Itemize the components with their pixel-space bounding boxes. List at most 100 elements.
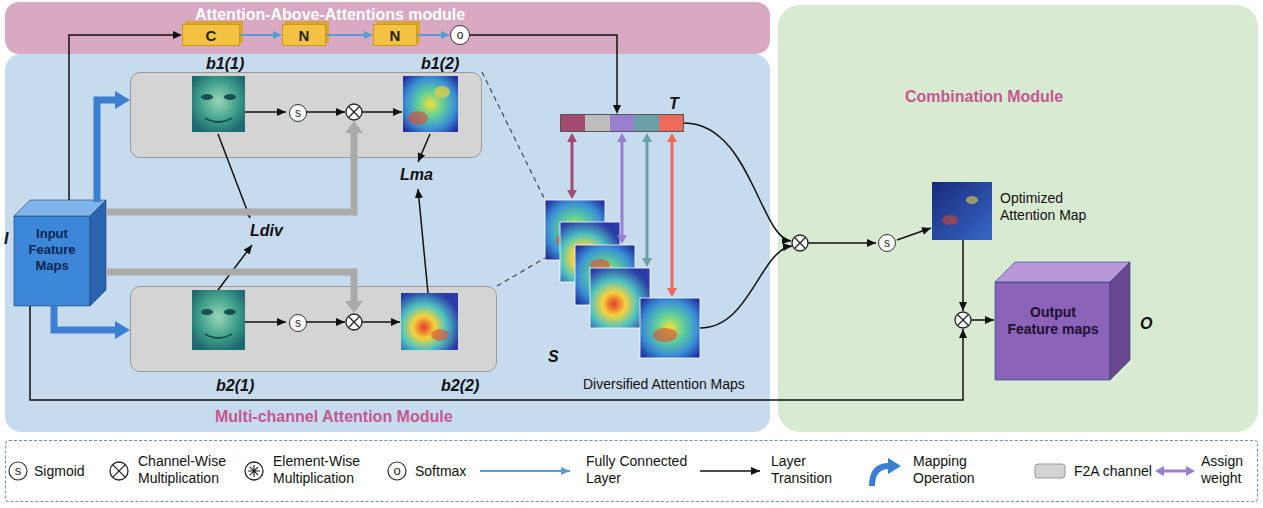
text-slot: O xyxy=(1140,315,1152,333)
attention-image-part xyxy=(201,94,213,100)
input-transfer-arrow-part xyxy=(106,272,354,302)
text-slot: o xyxy=(392,463,402,479)
text-slot: Diversified Attention Maps xyxy=(583,376,745,393)
label-text: T xyxy=(669,95,679,113)
label-text: Assign weight xyxy=(1201,453,1256,487)
assign-weight-arrow-part xyxy=(567,190,577,199)
label-text: Sigmoid xyxy=(34,463,85,480)
assign-weight-arrow xyxy=(567,133,677,297)
flow-line-part xyxy=(306,111,345,113)
attention-map-stack-part xyxy=(575,245,635,305)
attention-map-stack-part xyxy=(640,298,700,358)
text-slot: Element-Wise Multiplication xyxy=(273,453,368,487)
text-slot: N xyxy=(283,25,325,45)
text-slot: S xyxy=(548,348,559,366)
label-text: S xyxy=(548,348,559,366)
text-slot: Assign weight xyxy=(1201,453,1256,487)
label-text: s xyxy=(295,106,301,120)
flow-line-part xyxy=(245,321,286,323)
label-text: Channel-Wise Multiplication xyxy=(138,453,233,487)
flow-line-part xyxy=(418,134,430,162)
assign-weight-arrow-part xyxy=(671,141,674,289)
assign-weight-arrow-part xyxy=(617,133,627,142)
text-slot: Fully Connected Layer xyxy=(586,453,696,487)
softmax-circle: o xyxy=(450,25,470,45)
flow-line-part xyxy=(30,306,963,400)
input-transfer-arrow-part xyxy=(345,301,363,313)
label-text: Output Feature maps xyxy=(1003,304,1103,338)
legend-icon-part xyxy=(248,465,260,477)
dashed-leader-part xyxy=(482,72,545,200)
attention-image-part xyxy=(403,76,458,132)
attention-image-part xyxy=(192,76,245,132)
text-slot: T xyxy=(669,95,679,113)
multiply-symbol-part xyxy=(794,237,805,248)
sigmoid-circle: s xyxy=(289,314,307,332)
flow-line-part xyxy=(897,228,931,240)
attention-map-stack-part xyxy=(932,182,992,240)
layer-box: C xyxy=(182,24,240,46)
connector xyxy=(417,34,441,36)
flow-line-part xyxy=(362,111,402,113)
label-text: C xyxy=(206,27,217,44)
attention-map-stack-part xyxy=(653,328,677,342)
label-text: Layer Transition xyxy=(771,453,851,487)
label-text: Multi-channel Attention Module xyxy=(215,408,453,426)
text-slot: Sigmoid xyxy=(34,463,85,480)
input-transfer-arrow xyxy=(106,121,363,313)
label-text: Softmax xyxy=(415,463,466,480)
multiply-symbol-part xyxy=(955,312,971,328)
text-slot: I xyxy=(4,230,8,248)
cube-face xyxy=(995,282,1110,380)
legend-icon-part xyxy=(888,458,901,474)
label-text: Element-Wise Multiplication xyxy=(273,453,368,487)
assign-weight-arrow-part xyxy=(667,288,677,297)
flow-line-part xyxy=(962,240,964,311)
text-slot: Ldiv xyxy=(250,222,283,240)
multiply-symbol-part xyxy=(792,235,808,251)
legend-icon-part xyxy=(1162,470,1188,473)
text-slot: s xyxy=(290,315,306,331)
cube-face xyxy=(14,216,90,306)
attention-image-part xyxy=(401,293,458,350)
legend-icon-part xyxy=(700,470,760,472)
feature-cube: Output Feature mapsO xyxy=(995,262,1130,380)
attention-image-part xyxy=(224,94,236,100)
legend-icon-part xyxy=(113,465,126,478)
label-text: s xyxy=(884,236,890,250)
label-text: N xyxy=(299,27,310,44)
label-text: Combination Module xyxy=(905,88,1063,106)
text-slot: N xyxy=(374,25,416,45)
label-text: b1(1) xyxy=(206,55,244,73)
assign-weight-arrow-part xyxy=(667,133,677,142)
label-text: b1(2) xyxy=(421,55,459,73)
assign-weight-arrow-part xyxy=(617,235,627,244)
text-slot: b1(2) xyxy=(421,55,459,73)
text-slot: F2A channel xyxy=(1074,463,1152,480)
label-text: Fully Connected Layer xyxy=(586,453,696,487)
legend-box: Sigmoid Channel-Wise Multiplication Elemen… xyxy=(5,440,1258,502)
connector xyxy=(326,34,364,36)
attention-map-stack-part xyxy=(590,259,610,271)
label-text: s xyxy=(13,463,23,479)
legend-icon-part xyxy=(1155,466,1164,476)
multiply-symbol-part xyxy=(348,106,359,117)
layer-box: N xyxy=(373,24,417,46)
text-slot: o xyxy=(451,26,469,44)
attention-map-stack-part xyxy=(966,196,978,204)
label-text: Attention-Above-Attentions module xyxy=(195,6,465,24)
sigmoid-circle: s xyxy=(289,104,307,122)
cube-face xyxy=(1110,262,1130,380)
connector xyxy=(240,34,273,36)
flow-line-part xyxy=(362,321,400,323)
label-text: Optimized Attention Map xyxy=(1000,190,1100,224)
text-slot: Lma xyxy=(400,166,433,184)
attention-image-part xyxy=(205,118,232,122)
text-slot: Attention-Above-Attentions module xyxy=(195,6,465,24)
module-panel: Multi-channel Attention ModuleIInput Fea… xyxy=(5,54,770,432)
f2a-channel: b2(1)b2(2)s xyxy=(130,286,497,372)
label-text: b2(1) xyxy=(216,377,254,395)
legend-icon-part xyxy=(245,462,263,480)
label-text: O xyxy=(1140,315,1152,333)
